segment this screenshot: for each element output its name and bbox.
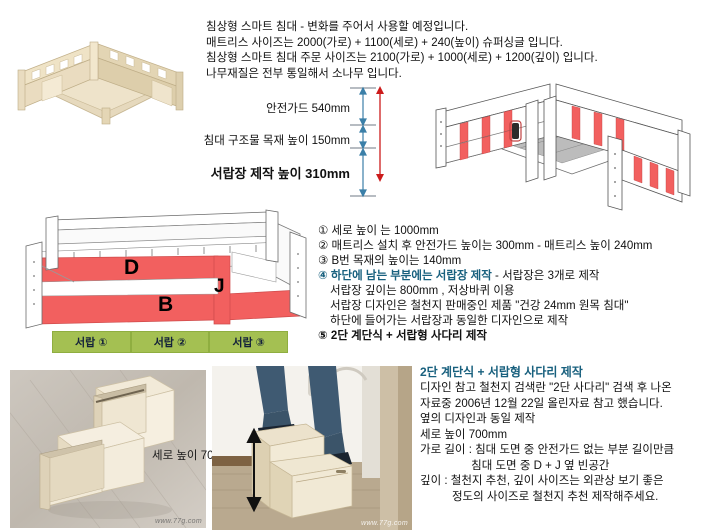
stool-photo-illustration — [10, 370, 206, 528]
ladder-note-block: 2단 계단식 + 서랍형 사다리 제작 디자인 참고 철천지 검색란 "2단 사… — [420, 364, 708, 505]
spec-item-4: ④ 하단에 남는 부분에는 서랍장 제작 - 서랍장은 3개로 제작 — [318, 269, 710, 284]
drawer-legend-bar: 서랍 ① 서랍 ② 서랍 ③ — [52, 331, 289, 353]
ladder-note-line-1: 디자인 참고 철천지 검색란 "2단 사다리" 검색 후 나온 — [420, 382, 672, 394]
frame-iso-svg — [18, 206, 308, 332]
ladder-note-line-3: 옆의 디자인과 동일 제작 — [420, 413, 536, 425]
dimension-bracket-stack — [350, 86, 376, 198]
ladder-note-line-6: 침대 도면 중 D + J 옆 빈공간 — [420, 459, 610, 472]
spec-item-4c: 하단에 들어가는 서랍장과 동일한 디자인으로 제작 — [330, 315, 569, 327]
intro-text-block: 침상형 스마트 침대 - 변화를 주어서 사용할 예정입니다. 매트리스 사이즈… — [206, 20, 706, 82]
drawer-legend-item-2: 서랍 ② — [130, 331, 210, 353]
spec-item-3: ③ B번 목재의 높이는 140mm — [318, 255, 462, 267]
dimension-label-guard: 안전가드 540mm — [266, 103, 350, 115]
spec-list: ① 세로 높이 는 1000mm ② 매트리스 설치 후 안전가드 높이는 30… — [318, 224, 710, 344]
ladder-note-line-4: 세로 높이 700mm — [420, 428, 508, 441]
bed-photo — [2, 12, 194, 130]
intro-line-3: 침상형 스마트 침대 주문 사이즈는 2100(가로) + 1000(세로) +… — [206, 52, 598, 64]
spec-item-5: ⑤ 2단 계단식 + 서랍형 사다리 제작 — [318, 330, 487, 342]
spec-item-4-rest: - 서랍장은 3개로 제작 — [491, 270, 600, 282]
ladder-note-line-8: 정도의 사이즈로 철천지 추천 제작해주세요. — [420, 490, 659, 503]
intro-line-2: 매트리스 사이즈는 2000(가로) + 1100(세로) + 240(높이) … — [206, 36, 563, 49]
spec-item-4-highlight: ④ 하단에 남는 부분에는 서랍장 제작 — [318, 270, 492, 282]
bed-3d-svg — [386, 78, 710, 214]
spec-item-2: ② 매트리스 설치 후 안전가드 높이는 300mm - 매트리스 높이 240… — [318, 240, 653, 252]
stool-in-use-illustration — [212, 366, 412, 530]
intro-line-4: 나무재질은 전부 통일해서 소나무 입니다. — [206, 67, 402, 80]
bed-photo-illustration — [2, 12, 194, 130]
ladder-note-line-2: 자료중 2006년 12월 22일 올린자료 참고 했습니다. — [420, 397, 663, 410]
drawer-legend-item-3: 서랍 ③ — [209, 331, 289, 353]
ladder-note-line-7: 깊이 : 철천지 추천, 깊이 사이즈는 외관상 보기 좋은 — [420, 475, 664, 487]
ladder-note-line-5: 가로 길이 : 침대 도면 중 안전가드 없는 부분 길이만큼 — [420, 444, 675, 456]
iso-label-j: J — [214, 276, 225, 297]
stool-photo: www.77g.com — [10, 370, 206, 528]
dimension-label-drawer: 서랍장 제작 높이 310mm — [210, 166, 350, 181]
total-height-arrow — [376, 86, 384, 182]
watermark-in-use: www.77g.com — [361, 520, 408, 527]
spec-item-1: ① 세로 높이 는 1000mm — [318, 225, 439, 237]
drawer-legend-item-1: 서랍 ① — [52, 331, 131, 353]
stool-in-use-photo: www.77g.com — [212, 366, 412, 530]
watermark-stool: www.77g.com — [155, 518, 202, 525]
iso-label-b: B — [158, 293, 174, 316]
dimension-label-frame: 침대 구조물 목재 높이 150mm — [203, 135, 350, 147]
intro-line-1: 침상형 스마트 침대 - 변화를 주어서 사용할 예정입니다. — [206, 21, 469, 33]
spec-item-4a: 서랍장 깊이는 800mm , 저상바퀴 이용 — [330, 285, 515, 297]
iso-label-d: D — [124, 256, 140, 279]
ladder-note-heading: 2단 계단식 + 서랍형 사다리 제작 — [420, 365, 583, 379]
frame-iso-diagram: D B J — [18, 206, 308, 332]
bed-3d-diagram — [386, 78, 710, 214]
spec-item-4b: 서랍장 디자인은 철천지 판매중인 제품 "건강 24mm 원목 침대" — [330, 300, 629, 312]
